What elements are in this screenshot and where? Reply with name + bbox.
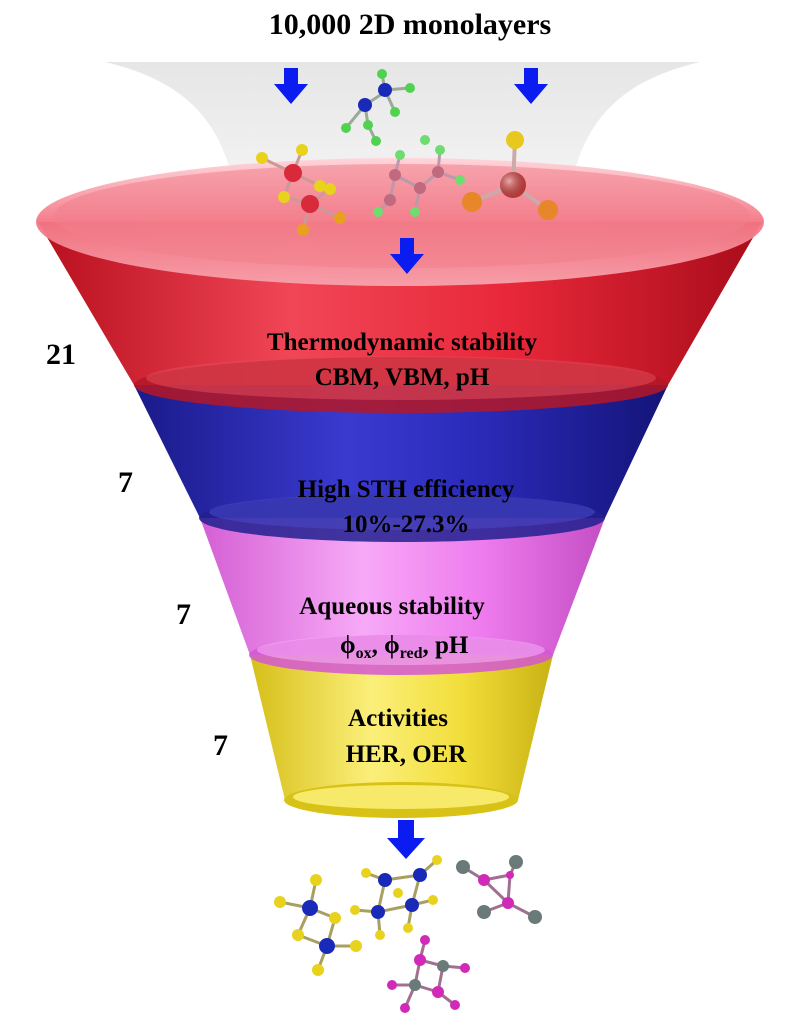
stage-sth-efficiency: High STH efficiency 10%-27.3%	[298, 476, 515, 538]
input-arrow-left-icon	[274, 68, 308, 104]
stage-sth-criteria: 10%-27.3%	[342, 511, 469, 538]
stage-activities: Activities HER, OER	[346, 705, 468, 768]
output-molecule-gray-magenta	[456, 855, 542, 924]
stage-activities-criteria: HER, OER	[346, 741, 468, 768]
stage-aqueous: Aqueous stability ϕox, ϕred, pH	[299, 593, 485, 662]
stage-sth-title: High STH efficiency	[298, 476, 515, 503]
band-edge-blue-inner	[209, 494, 595, 530]
phi-ox-subscript: ox	[356, 645, 372, 662]
stage-thermodynamic-criteria: CBM, VBM, pH	[315, 364, 490, 391]
funnel-title: 10,000 2D monolayers	[269, 8, 551, 41]
input-molecule-green-blue	[341, 69, 415, 146]
phi-red-symbol: ϕ	[384, 632, 400, 659]
stage-activities-title: Activities	[348, 705, 448, 732]
phi-ox-symbol: ϕ	[340, 632, 356, 659]
funnel-inner-arrow-icon	[390, 238, 424, 274]
count-aqueous: 7	[176, 598, 191, 631]
criteria-separator: ,	[372, 632, 385, 659]
stage-aqueous-criteria: ϕox, ϕred, pH	[340, 632, 469, 662]
band-edge-pink-inner	[257, 635, 545, 665]
funnel-band-yellow	[250, 655, 553, 800]
count-thermodynamic: 21	[46, 338, 76, 371]
stage-thermodynamic-title: Thermodynamic stability	[267, 329, 538, 356]
output-molecule-yellow-blue-ring	[350, 855, 442, 940]
output-molecule-yellow-blue	[274, 874, 362, 976]
phi-red-subscript: red	[400, 645, 423, 662]
stage-aqueous-title: Aqueous stability	[299, 593, 485, 620]
funnel-band-blue	[134, 385, 668, 518]
funnel-bottom-inner	[293, 785, 509, 809]
funnel-rim-inner	[54, 164, 750, 268]
output-arrow-icon	[387, 820, 425, 859]
criteria-tail: , pH	[423, 632, 469, 659]
stage-thermodynamic: Thermodynamic stability CBM, VBM, pH	[267, 329, 538, 391]
output-molecule-magenta-gray-square	[387, 935, 470, 1013]
count-activities: 7	[213, 729, 228, 762]
input-arrow-right-icon	[514, 68, 548, 104]
band-edge-red-inner	[146, 356, 656, 400]
input-molecule-green-pink	[373, 135, 465, 217]
input-molecule-yellow-red	[256, 144, 346, 236]
funnel-band-pink	[200, 518, 605, 655]
count-sth: 7	[118, 466, 133, 499]
input-molecule-orange-red	[462, 131, 558, 220]
input-halo	[105, 62, 700, 190]
